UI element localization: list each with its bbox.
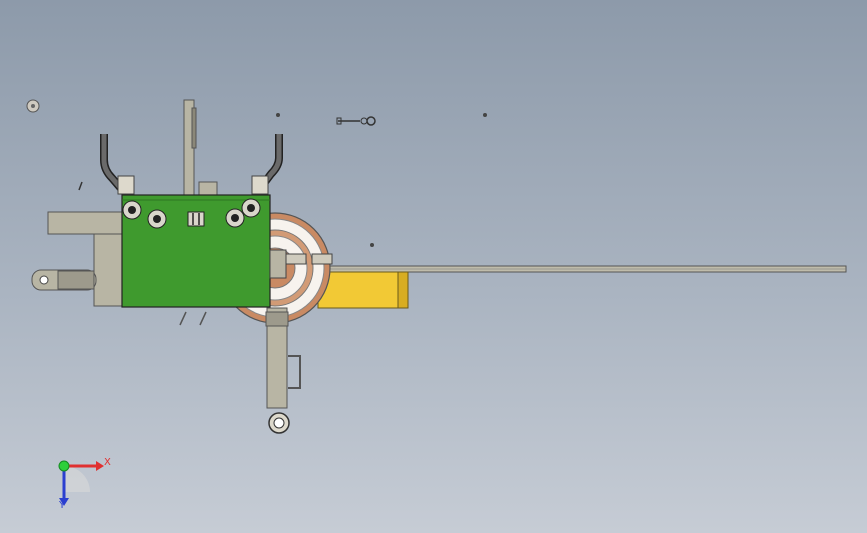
pipe-clamp-right[interactable] xyxy=(251,175,269,195)
bearing-right[interactable] xyxy=(225,198,261,228)
left-arm[interactable] xyxy=(31,211,125,307)
bolt-part[interactable] xyxy=(336,116,376,126)
loose-pin[interactable] xyxy=(370,243,374,247)
left-pipe[interactable] xyxy=(100,134,128,195)
loose-pin[interactable] xyxy=(276,113,280,117)
horizontal-rail[interactable] xyxy=(317,265,847,273)
pipe-clamp-left[interactable] xyxy=(117,175,135,195)
coordinate-triad xyxy=(58,460,104,506)
yellow-tray[interactable] xyxy=(317,271,409,309)
loose-pin[interactable] xyxy=(78,181,83,191)
loose-pin[interactable] xyxy=(199,311,207,326)
right-pipe[interactable] xyxy=(255,134,283,193)
lower-arm[interactable] xyxy=(265,307,301,434)
y-axis-label: Y xyxy=(59,500,66,511)
side-clamp[interactable] xyxy=(269,249,333,279)
loose-pin[interactable] xyxy=(179,311,187,326)
loose-washer[interactable] xyxy=(26,99,40,113)
x-axis-label: X xyxy=(104,457,111,468)
center-bracket[interactable] xyxy=(187,211,205,227)
loose-pin[interactable] xyxy=(483,113,487,117)
vertical-post[interactable] xyxy=(183,99,218,197)
bearing-left[interactable] xyxy=(122,200,167,229)
